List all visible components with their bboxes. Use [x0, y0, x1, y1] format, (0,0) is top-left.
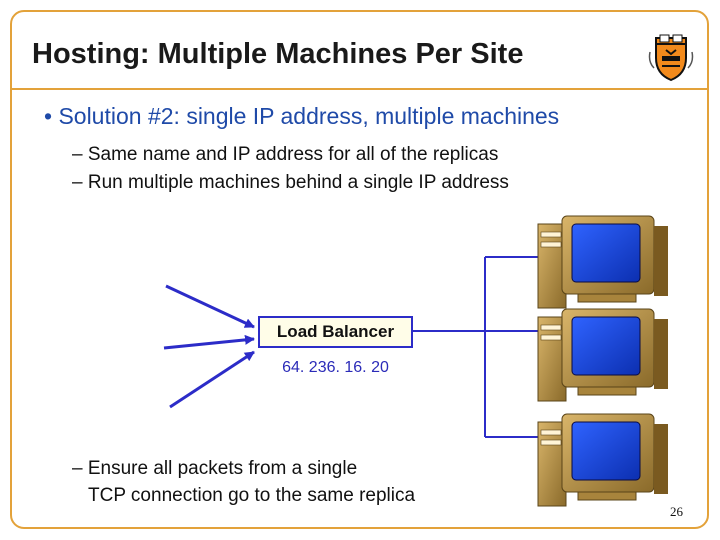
- incoming-arrow: [163, 334, 255, 350]
- bottom-bullet-line-2: TCP connection go to the same replica: [88, 485, 416, 506]
- sub-bullet-2: – Run multiple machines behind a single …: [72, 172, 509, 193]
- incoming-arrow: [165, 284, 255, 329]
- incoming-arrow: [169, 350, 255, 409]
- replica-computer: [537, 413, 668, 507]
- page-number: 26: [670, 504, 683, 519]
- replica-computer: [537, 215, 668, 309]
- slide-frame: [10, 10, 709, 529]
- title-divider: [12, 88, 708, 90]
- main-bullet: • Solution #2: single IP address, multip…: [44, 103, 560, 129]
- load-balancer-box: Load Balancer: [258, 316, 413, 348]
- replica-computer: [537, 308, 668, 402]
- sub-bullet-1: – Same name and IP address for all of th…: [72, 144, 499, 165]
- bottom-bullet-line-1: – Ensure all packets from a single: [72, 458, 358, 479]
- shield-crest-icon: [648, 34, 694, 82]
- slide-title: Hosting: Multiple Machines Per Site: [32, 38, 524, 70]
- load-balancer-ip: 64. 236. 16. 20: [282, 359, 389, 376]
